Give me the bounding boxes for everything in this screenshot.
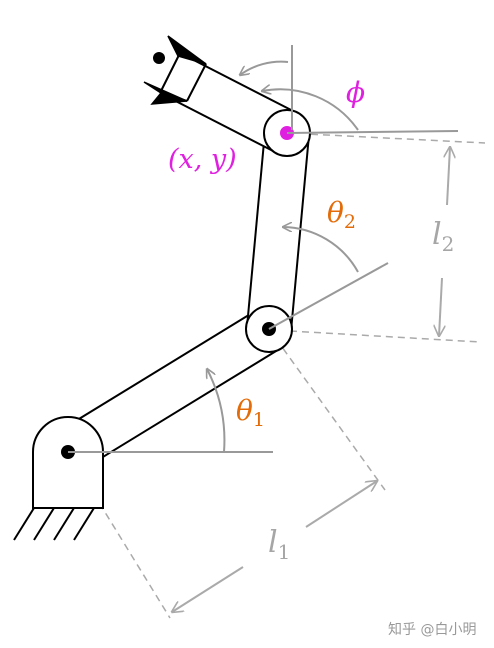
- ground-hatch: [13, 507, 95, 541]
- theta2-arc: [283, 227, 359, 273]
- theta2-label: θ2: [327, 196, 356, 233]
- link-1-fill: [56, 310, 281, 471]
- theta1-label: θ1: [236, 394, 265, 431]
- end-link-edge-upper: [179, 52, 298, 114]
- gripper-jaw-upper: [167, 35, 207, 65]
- link-1-edge-lower: [79, 347, 282, 472]
- l1-offset-line: [67, 451, 171, 619]
- link-2-edge-left: [246, 130, 266, 328]
- link-2-fill: [247, 130, 309, 332]
- l2-offset-line-lower: [289, 330, 481, 343]
- link-1-edge-upper: [55, 309, 258, 434]
- theta2-reference-line: [268, 262, 389, 330]
- l1-label: l1: [268, 525, 290, 564]
- l2-label: l2: [432, 217, 454, 256]
- construction-lines: [67, 132, 486, 619]
- gripper: [143, 35, 207, 105]
- gripper-pin: [153, 52, 165, 64]
- gripper-back-plate: [186, 63, 207, 102]
- end-point-label: (x, y): [168, 144, 237, 175]
- end-orientation-arc: [240, 60, 289, 75]
- watermark-text: 知乎 @白小明: [388, 621, 476, 638]
- l2-dimension: [439, 147, 450, 336]
- l1-dimension: [172, 481, 377, 612]
- l1-offset-line-upper: [268, 328, 386, 491]
- base-block: [32, 416, 104, 509]
- link-2-edge-right: [290, 134, 310, 332]
- phi-label: ϕ: [346, 76, 365, 109]
- l2-offset-line-upper: [286, 132, 486, 144]
- phi-reference-line: [286, 130, 459, 134]
- phi-arc: [262, 89, 359, 131]
- end-link-edge-lower: [159, 92, 278, 154]
- theta1-arc: [207, 369, 226, 453]
